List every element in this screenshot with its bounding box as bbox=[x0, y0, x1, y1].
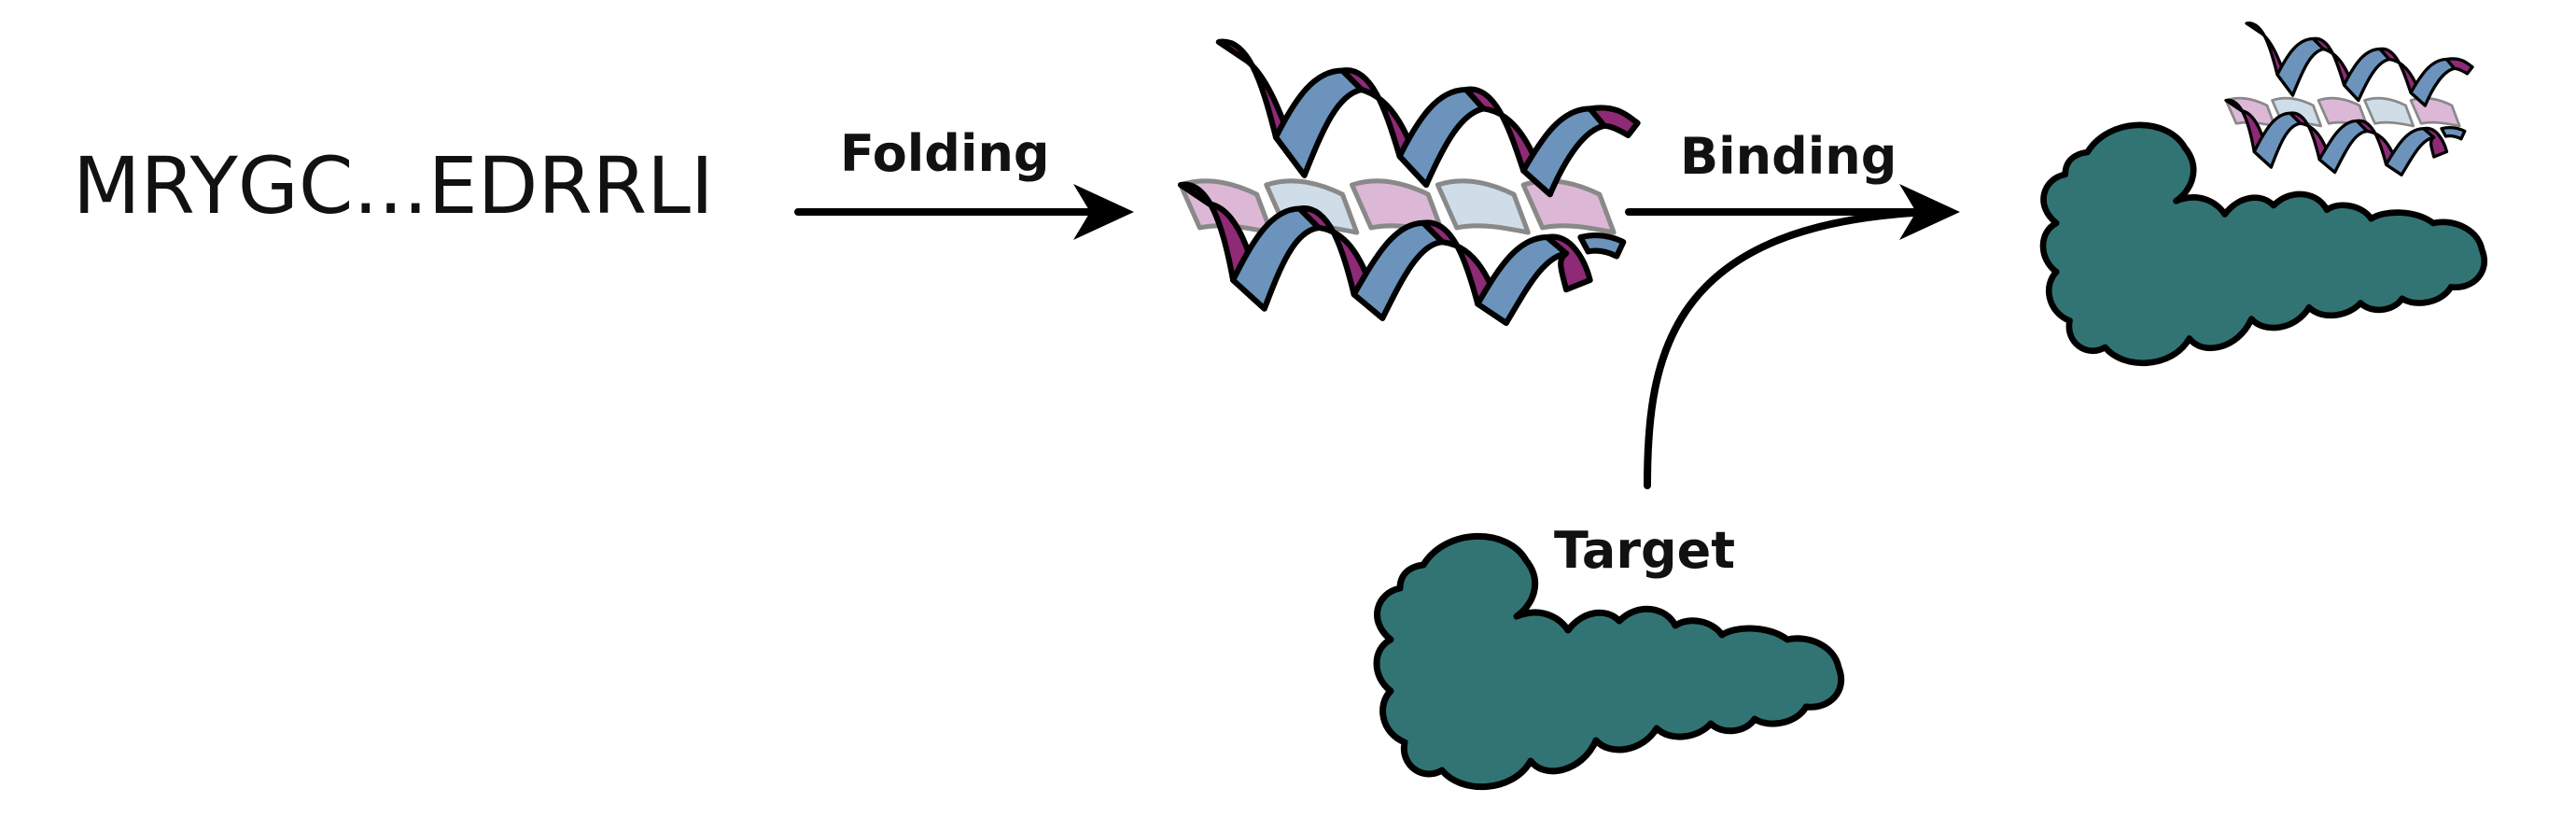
helix-bundle-icon bbox=[1181, 42, 1638, 323]
target-label: Target bbox=[1554, 521, 1735, 580]
binding-label: Binding bbox=[1680, 127, 1897, 186]
amino-acid-sequence: MRYGC...EDRRLI bbox=[73, 140, 714, 232]
folding-label: Folding bbox=[840, 124, 1050, 183]
bound-complex-icon bbox=[2043, 21, 2485, 363]
complex-helix-bundle bbox=[2224, 21, 2474, 176]
folding-arrow bbox=[794, 184, 1134, 240]
target-binding-curve bbox=[1644, 209, 1917, 489]
binding-arrow bbox=[1625, 184, 1960, 240]
